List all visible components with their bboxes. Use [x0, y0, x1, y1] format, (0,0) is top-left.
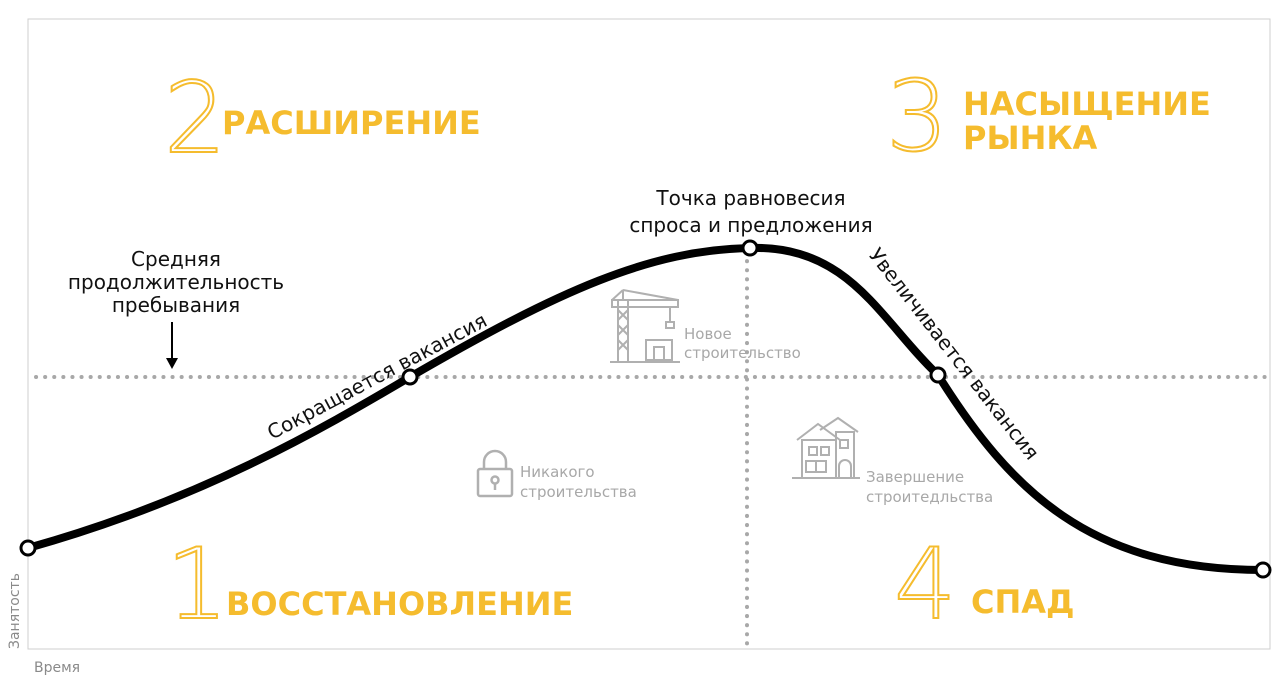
new-construction-label-line2: строительство — [684, 344, 801, 362]
house-icon — [792, 416, 860, 479]
equilibrium-label-line2: спроса и предложения — [629, 213, 872, 237]
phase-2-number: 2 — [164, 62, 226, 176]
end-point-marker — [1254, 561, 1272, 579]
phase-4-number: 4 — [894, 528, 956, 642]
lock-icon — [476, 449, 514, 498]
phase-3-title-line1: НАСЫЩЕНИЕ — [963, 85, 1211, 123]
equilibrium-point-marker — [741, 239, 759, 257]
new-construction-label-line1: Новое — [684, 325, 732, 343]
phase-3-title-line2: РЫНКА — [963, 119, 1098, 157]
x-axis-label: Время — [34, 660, 80, 676]
completion-label-line2: строитедльства — [866, 488, 993, 506]
no-construction-label-line1: Никакого — [520, 463, 595, 481]
phase-3-number: 3 — [886, 60, 948, 174]
diagram-frame — [27, 18, 1271, 650]
phase-1-title: ВОССТАНОВЛЕНИЕ — [226, 585, 573, 623]
phase-1-number: 1 — [166, 528, 228, 642]
completion-label-line1: Завершение — [866, 468, 964, 486]
no-construction-label-line2: строительства — [520, 483, 637, 501]
start-point-marker — [19, 539, 37, 557]
avg-stay-label-line2: продолжительность — [68, 270, 284, 294]
phase-2-title: РАСШИРЕНИЕ — [222, 104, 481, 142]
down-arrow-icon — [166, 322, 178, 369]
avg-stay-label-line3: пребывания — [112, 293, 240, 317]
vacancy-increasing-label: Увеличивается вакансия — [864, 243, 1044, 464]
equilibrium-label-line1: Точка равновесия — [655, 186, 845, 210]
vacancy-decreasing-label: Сокращается вакансия — [263, 308, 491, 444]
phase-4-title: СПАД — [971, 583, 1075, 621]
saturation-decline-marker — [929, 366, 947, 384]
y-axis-label: Занятость — [7, 573, 23, 649]
recovery-expansion-marker — [401, 368, 419, 386]
avg-stay-label-line1: Средняя — [131, 247, 221, 271]
crane-icon — [610, 289, 680, 363]
